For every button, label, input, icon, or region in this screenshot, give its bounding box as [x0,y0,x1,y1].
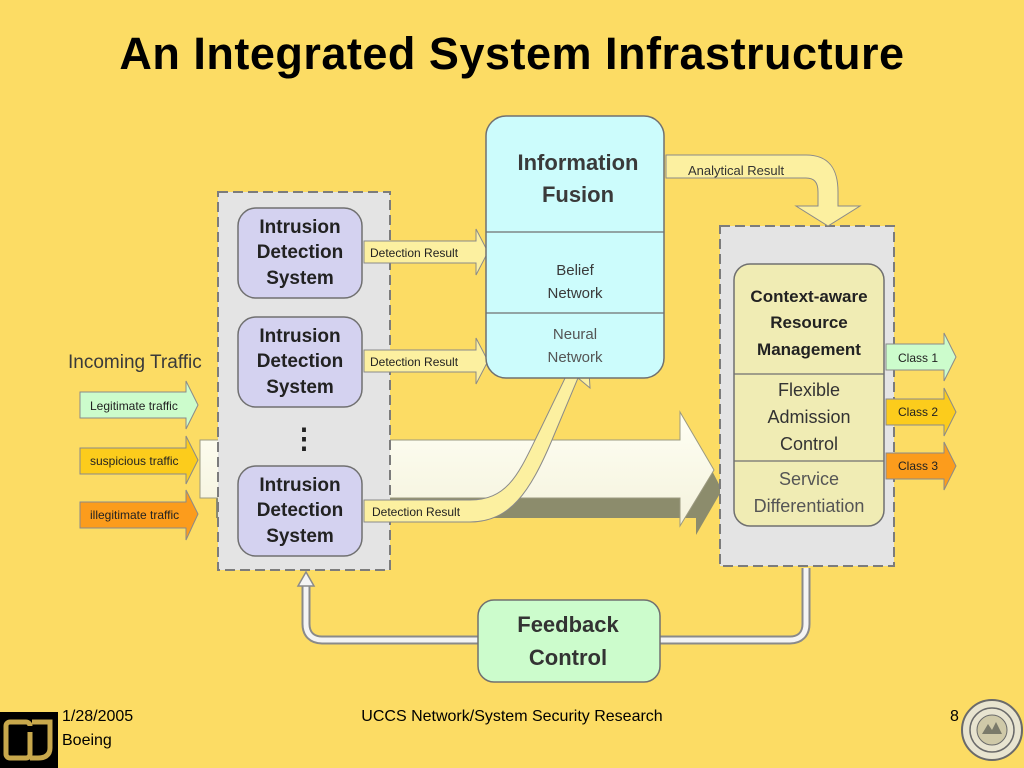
feedback-control-box: Feedback Control [477,599,661,683]
legitimate-traffic-label: Legitimate traffic [90,399,178,413]
ids-ellipsis: ⋮ [290,423,318,454]
ids-2-line2: Detection [257,351,344,372]
ids-box-2: Intrusion Detection System [237,316,363,408]
university-seal-icon [961,699,1023,761]
illegitimate-traffic-label: illegitimate traffic [90,508,179,522]
cu-logo-icon [0,712,58,768]
detection-result-arrow-1: Detection Result [363,228,489,276]
neural-network-line2: Network [547,349,603,366]
resource-title-line3: Management [757,340,861,359]
ids-box-3: Intrusion Detection System [237,465,363,557]
page-number: 8 [950,708,959,725]
footer-title: UCCS Network/System Security Research [361,708,663,725]
fusion-title-line1: Information [518,150,639,175]
detection-result-arrow-2: Detection Result [363,337,489,385]
belief-network-line1: Belief [556,262,594,279]
analytical-result-arrow: Analytical Result [665,154,862,227]
class-1-label: Class 1 [898,351,938,365]
feedback-loop [296,568,811,645]
architecture-diagram: Incoming Traffic Legitimate traffic susp… [68,115,957,683]
class-2-arrow: Class 2 [885,387,957,437]
ids-3-line2: Detection [257,500,344,521]
neural-network-line1: Neural [553,326,597,343]
feedback-line2: Control [529,645,607,670]
legitimate-traffic-arrow: Legitimate traffic [79,380,199,430]
suspicious-traffic-arrow: suspicious traffic [79,435,199,485]
ids-1-line2: Detection [257,242,344,263]
detection-result-label-1: Detection Result [370,246,459,260]
resource-title-line2: Resource [770,313,847,332]
footer-date: 1/28/2005 [62,708,134,725]
ids-3-line1: Intrusion [259,475,340,496]
resource-management-box: Context-aware Resource Management Flexib… [733,263,885,527]
admission-control-line3: Control [780,434,838,454]
information-fusion-box: Information Fusion Belief Network Neural… [485,115,665,379]
class-3-label: Class 3 [898,459,938,473]
ids-3-line3: System [266,526,334,547]
incoming-traffic-label: Incoming Traffic [68,352,202,373]
detection-result-label-3: Detection Result [372,505,461,519]
illegitimate-traffic-arrow: illegitimate traffic [79,489,199,541]
analytical-result-label: Analytical Result [688,163,784,178]
footer-organization: Boeing [62,732,112,749]
ids-box-1: Intrusion Detection System [237,207,363,299]
ids-2-line1: Intrusion [259,326,340,347]
belief-network-line2: Network [547,285,603,302]
fusion-title-line2: Fusion [542,182,614,207]
slide-title: An Integrated System Infrastructure [119,28,905,79]
ids-1-line1: Intrusion [259,217,340,238]
admission-control-line2: Admission [767,407,850,427]
resource-title-line1: Context-aware [750,287,867,306]
service-diff-line2: Differentiation [754,496,865,516]
detection-result-label-2: Detection Result [370,355,459,369]
service-diff-line1: Service [779,469,839,489]
admission-control-line1: Flexible [778,380,840,400]
class-2-label: Class 2 [898,405,938,419]
ids-2-line3: System [266,377,334,398]
class-1-arrow: Class 1 [885,332,957,382]
ids-1-line3: System [266,268,334,289]
suspicious-traffic-label: suspicious traffic [90,454,178,468]
feedback-line1: Feedback [517,612,619,637]
class-3-arrow: Class 3 [885,441,957,491]
